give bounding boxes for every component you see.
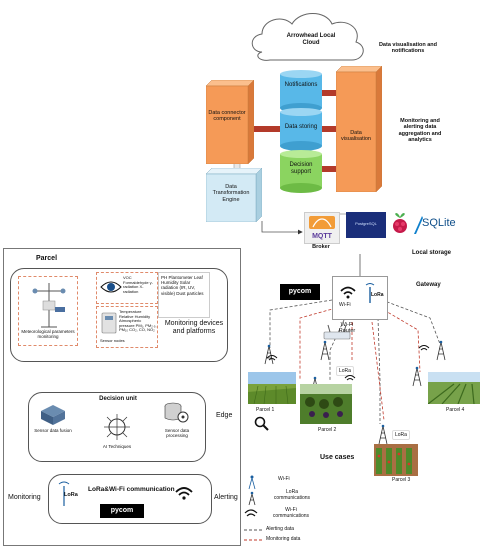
mqtt-icon xyxy=(309,216,335,229)
feather-icon xyxy=(414,216,423,234)
decision-cylinder xyxy=(280,150,322,193)
sensor-box-1: VOC Formaldehyde γ-radiation X-radiation xyxy=(96,272,158,304)
parcel-photo-3 xyxy=(374,444,418,476)
wifi-icon-p1 xyxy=(266,355,278,361)
lora-tag: LoRa xyxy=(64,492,78,498)
alerting-side-label: Alerting xyxy=(214,494,238,501)
monitoring-devices-box xyxy=(10,268,228,362)
tower-icon-5 xyxy=(412,366,422,387)
wifi-icon-p2 xyxy=(344,375,356,381)
tower-icon-1 xyxy=(264,344,274,365)
pycom-comm-logo: pycom xyxy=(100,504,144,518)
pycom-text: pycom xyxy=(288,288,312,295)
router-icon xyxy=(323,324,351,340)
notifications-cylinder xyxy=(280,70,322,113)
database-logo: PostgreSQL xyxy=(346,212,386,238)
parcel-label-4: Parcel 4 xyxy=(446,407,465,413)
gateway-label: Gateway xyxy=(416,282,441,288)
visualisation-block xyxy=(336,66,382,192)
visualisation-note: Data visualisation and notifications xyxy=(378,42,438,55)
raspberry-icon xyxy=(393,213,407,233)
legend-wifi-comm-icon xyxy=(244,509,258,517)
data-links xyxy=(269,299,441,424)
met-station-frame: Meteorological parameters monitoring xyxy=(18,276,78,346)
parcel-label-2: Parcel 2 xyxy=(318,427,337,433)
broker-label: Broker xyxy=(312,244,330,250)
parcel-photo-1 xyxy=(248,372,296,404)
connector-label: Data connector component xyxy=(208,110,246,123)
tower-icon-2 xyxy=(320,340,330,361)
lora-tag-2: LoRa xyxy=(336,366,354,376)
broker-link xyxy=(261,221,303,235)
visualisation-label: Data visualisation xyxy=(341,130,371,143)
lora-tag-3: LoRa xyxy=(392,430,410,440)
legend-wifi-tower-icon xyxy=(248,475,256,490)
cloud-title: Arrowhead Local Cloud xyxy=(286,33,336,46)
lora-antenna-icon xyxy=(365,283,375,303)
transformation-label: Data Transformation Engine xyxy=(212,184,250,203)
wifi-icon-p4 xyxy=(418,345,430,351)
processing-label: Sensor data processing xyxy=(164,428,190,439)
gateway-box: Wi-Fi LoRa xyxy=(332,276,388,320)
monitoring-devices-label: Monitoring devices and platforms xyxy=(164,320,224,336)
sqlite-logo: SQLite xyxy=(412,214,462,236)
sensor-box-2: PH Plantometer Leaf Humidity Solar radia… xyxy=(158,272,210,318)
eye-sensor-icon xyxy=(100,281,122,293)
notifications-label: Notifications xyxy=(284,82,318,88)
ai-label: AI Techniques xyxy=(102,444,132,449)
ai-brain-icon xyxy=(104,414,130,440)
tower-icon-6 xyxy=(378,424,388,445)
tower-icon-4 xyxy=(436,340,446,361)
use-cases-label: Use cases xyxy=(320,454,355,461)
wifi-icon xyxy=(340,286,356,299)
local-storage-label: Local storage xyxy=(412,250,452,256)
sqlite-text: SQLite xyxy=(422,217,456,229)
edge-label: Edge xyxy=(216,412,233,419)
router-label: Wi-Fi Router xyxy=(338,322,356,335)
storing-cylinder xyxy=(280,108,322,151)
processing-gears-icon xyxy=(164,402,189,423)
connector-block xyxy=(206,80,254,164)
mqtt-logo: MQTT xyxy=(304,212,340,244)
pycom-comm-text: pycom xyxy=(110,507,134,514)
parcel-panel-title: Parcel xyxy=(36,255,58,262)
met-label: Meteorological parameters monitoring xyxy=(21,329,75,340)
pycom-logo: pycom xyxy=(280,284,320,300)
parcel-photo-4 xyxy=(428,372,480,404)
database-brand: PostgreSQL xyxy=(355,221,377,226)
wifi-comm-icon xyxy=(175,487,193,500)
sensor-box-3: Temperature Relative Humidity Atmospheri… xyxy=(96,306,158,348)
mqtt-text: MQTT xyxy=(312,233,332,240)
legend-alerting-label: Alerting data xyxy=(266,526,295,532)
sensor-text-2: PH Plantometer Leaf Humidity Solar radia… xyxy=(161,275,204,296)
gateway-wifi-label: Wi-Fi xyxy=(339,302,351,308)
legend-wifi-comm-label: Wi-Fi communications xyxy=(272,507,310,519)
parcel-label-3: Parcel 3 xyxy=(392,477,411,483)
weather-station-icon xyxy=(32,283,66,328)
lora-comm-icon xyxy=(58,481,70,506)
sensor-text-1: VOC Formaldehyde γ-radiation X-radiation xyxy=(123,275,154,294)
magnifier-icon xyxy=(254,416,269,431)
sensor-nodes-label: Sensor nodes xyxy=(100,338,125,343)
fusion-label: Sensor data fusion xyxy=(34,428,72,433)
decision-label: Decision support xyxy=(289,162,313,175)
decision-unit-title: Decision unit xyxy=(99,396,137,402)
data-fusion-icon xyxy=(41,405,65,425)
gateway-lora-label: LoRa xyxy=(371,292,384,298)
legend-lora-label: LoRa communications xyxy=(273,489,311,501)
legend-monitoring-label: Monitoring data xyxy=(266,536,301,542)
monitoring-side-label: Monitoring xyxy=(8,494,41,501)
comm-label: LoRa&Wi-Fi communication xyxy=(88,486,175,493)
parcel-photo-2 xyxy=(300,384,352,424)
legend-wifi-label: Wi-Fi xyxy=(278,476,290,482)
cloud-shape xyxy=(251,13,364,61)
storing-label: Data storing xyxy=(284,124,318,130)
sensor-node-icon xyxy=(101,312,117,334)
legend-lora-tower-icon xyxy=(248,491,256,506)
transformation-block xyxy=(206,168,262,222)
monitoring-note: Monitoring and alerting data aggregation… xyxy=(398,118,442,143)
sensor-text-3: Temperature Relative Humidity Atmospheri… xyxy=(119,309,157,333)
parcel-label-1: Parcel 1 xyxy=(256,407,275,413)
